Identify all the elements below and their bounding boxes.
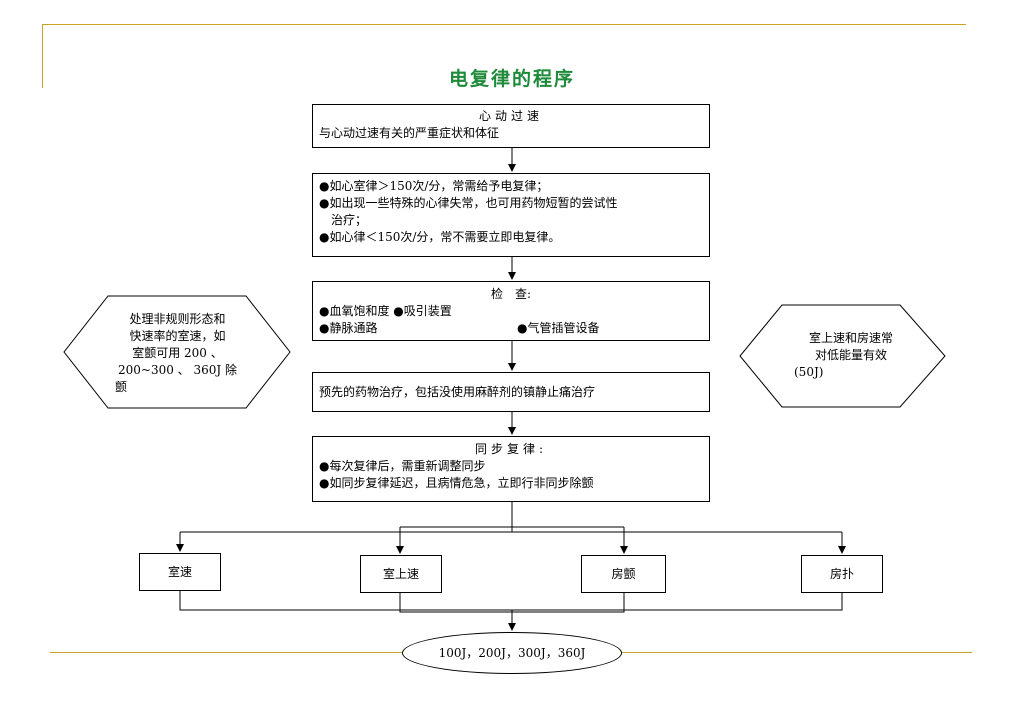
checks-heading: 检 查: <box>490 287 532 301</box>
branch-atrial-fibrillation: 房颤 <box>581 555 666 593</box>
premedication-box: 预先的药物治疗，包括没使用麻醉剂的镇静止痛治疗 <box>312 372 710 412</box>
bottom-rule-right <box>622 652 972 653</box>
left-hex-line-4: 200~300 、 360J 除 <box>117 363 238 377</box>
left-rule <box>42 24 43 88</box>
rate-criteria-box: ●如心室律＞150次/分，常需给予电复律； ●如出现一些特殊的心律失常，也可用药… <box>312 173 710 257</box>
sync-line-1: ●每次复律后，需重新调整同步 <box>319 459 486 473</box>
branch-atrial-flutter: 房扑 <box>801 555 883 593</box>
left-hex-line-5: 颤 <box>115 380 128 394</box>
right-hex-line-1: 室上速和房速常 <box>808 331 893 345</box>
right-hexagon <box>739 304 946 408</box>
right-hexagon-text: 室上速和房速常 对低能量有效 (50J) <box>786 330 916 381</box>
checks-item-3: ●气管插管设备 <box>517 321 600 335</box>
left-hex-line-1: 处理非规则形态和 <box>129 312 226 326</box>
page-title: 电复律的程序 <box>448 68 575 90</box>
left-hexagon <box>63 295 291 409</box>
checks-item-1: ●血氧饱和度 ●吸引装置 <box>319 304 452 318</box>
tachycardia-heading: 心动过速 <box>478 109 543 123</box>
checks-item-2: ●静脉通路 <box>319 321 378 335</box>
right-hex-line-2: 对低能量有效 <box>814 348 887 362</box>
criteria-line-3: 治疗； <box>331 213 368 227</box>
left-hex-line-2: 快速率的室速，如 <box>129 329 226 343</box>
branch-svt: 室上速 <box>360 555 442 593</box>
criteria-line-1: ●如心室律＞150次/分，常需给予电复律； <box>319 179 549 193</box>
left-hex-line-3: 室颤可用 200 、 <box>132 346 223 360</box>
tachycardia-symptoms: 与心动过速有关的严重症状和体征 <box>319 126 500 140</box>
top-rule <box>42 24 966 25</box>
premedication-text: 预先的药物治疗，包括没使用麻醉剂的镇静止痛治疗 <box>319 385 596 399</box>
sync-heading: 同步复律: <box>474 442 548 456</box>
energy-levels-oval: 100J，200J，300J，360J <box>402 632 622 674</box>
left-hexagon-text: 处理非规则形态和 快速率的室速，如 室颤可用 200 、 200~300 、 3… <box>105 311 250 396</box>
tachycardia-box: 心动过速 与心动过速有关的严重症状和体征 <box>312 104 710 148</box>
bottom-rule-left <box>50 652 402 653</box>
sync-line-2: ●如同步复律延迟，且病情危急，立即行非同步除颤 <box>319 476 594 490</box>
criteria-line-4: ●如心律＜150次/分，常不需要立即电复律。 <box>319 230 561 244</box>
sync-cardioversion-box: 同步复律: ●每次复律后，需重新调整同步 ●如同步复律延迟，且病情危急，立即行非… <box>312 436 710 502</box>
criteria-line-2: ●如出现一些特殊的心律失常，也可用药物短暂的尝试性 <box>319 196 618 210</box>
checks-box: 检 查: ●血氧饱和度 ●吸引装置 ●静脉通路 ●气管插管设备 <box>312 281 710 341</box>
right-hex-line-3: (50J) <box>794 365 824 379</box>
branch-ventricular-tachycardia: 室速 <box>139 553 221 591</box>
